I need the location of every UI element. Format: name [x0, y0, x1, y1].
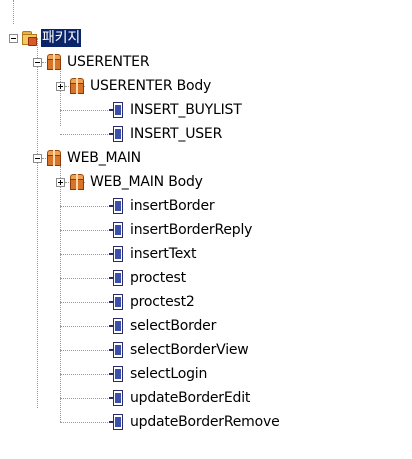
collapse-toggle[interactable]: [33, 154, 42, 163]
procedure-icon: [108, 269, 126, 287]
package-folder-icon: [21, 29, 39, 47]
tree-node-label: selectBorderView: [130, 342, 249, 358]
tree-connector: [60, 302, 108, 303]
procedure-icon: [108, 101, 126, 119]
package-body-icon: [68, 173, 86, 191]
tree-node-label: USERENTER Body: [90, 78, 212, 94]
procedure-icon: [108, 317, 126, 335]
tree-node-label: INSERT_BUYLIST: [130, 102, 242, 118]
expand-toggle[interactable]: [56, 82, 65, 91]
package-icon: [45, 53, 63, 71]
tree-node-package-body[interactable]: USERENTER Body: [0, 74, 386, 98]
tree-node-label: updateBorderEdit: [130, 390, 251, 406]
procedure-icon: [108, 341, 126, 359]
tree-node-procedure[interactable]: insertText: [0, 242, 386, 266]
tree-node-procedure[interactable]: INSERT_BUYLIST: [0, 98, 386, 122]
tree-connector: [60, 206, 108, 207]
tree-node-label: insertBorderReply: [130, 222, 253, 238]
tree-node-label: 패키지: [41, 29, 82, 47]
collapse-toggle[interactable]: [9, 34, 18, 43]
tree-node-label: proctest: [130, 270, 186, 286]
expand-toggle[interactable]: [56, 178, 65, 187]
tree-connector: [60, 62, 61, 126]
tree-node-label: insertText: [130, 246, 197, 262]
procedure-icon: [108, 293, 126, 311]
tree-connector: [60, 110, 108, 111]
tree-node-procedure[interactable]: proctest: [0, 266, 386, 290]
tree-node-procedure[interactable]: updateBorderRemove: [0, 410, 386, 434]
procedure-icon: [108, 125, 126, 143]
package-icon: [45, 149, 63, 167]
tree-node-procedure[interactable]: insertBorderReply: [0, 218, 386, 242]
tree-node-procedure[interactable]: proctest2: [0, 290, 386, 314]
procedure-icon: [108, 365, 126, 383]
tree-node-procedure[interactable]: updateBorderEdit: [0, 386, 386, 410]
tree-node-procedure[interactable]: selectLogin: [0, 362, 386, 386]
tree-node-label: proctest2: [130, 294, 195, 310]
object-browser-panel: 패키지 USERENTER USERENTER Body INSERT_BUYL…: [0, 0, 386, 430]
tree-node-label: insertBorder: [130, 198, 215, 214]
tree-connector: [60, 422, 108, 423]
tree-node-label: selectBorder: [130, 318, 217, 334]
tree-node-procedure[interactable]: INSERT_USER: [0, 122, 386, 146]
tree-node-procedure[interactable]: selectBorder: [0, 314, 386, 338]
tree-connector: [60, 230, 108, 231]
object-tree: 패키지 USERENTER USERENTER Body INSERT_BUYL…: [0, 0, 386, 430]
tree-node-label: selectLogin: [130, 366, 208, 382]
tree-node-procedure[interactable]: selectBorderView: [0, 338, 386, 362]
tree-connector: [37, 38, 38, 408]
tree-connector: [60, 254, 108, 255]
tree-node-package-body[interactable]: WEB_MAIN Body: [0, 170, 386, 194]
tree-node-label: updateBorderRemove: [130, 414, 280, 430]
procedure-icon: [108, 245, 126, 263]
procedure-icon: [108, 221, 126, 239]
tree-node-package[interactable]: WEB_MAIN: [0, 146, 386, 170]
tree-node-label: WEB_MAIN Body: [90, 174, 203, 190]
tree-connector: [60, 326, 108, 327]
tree-node-label: WEB_MAIN: [67, 150, 141, 166]
tree-connector: [60, 350, 108, 351]
tree-node-packages[interactable]: 패키지: [0, 26, 386, 50]
tree-connector: [13, 0, 14, 24]
tree-node-label: USERENTER: [67, 54, 150, 70]
collapse-toggle[interactable]: [33, 58, 42, 67]
tree-connector: [60, 134, 108, 135]
procedure-icon: [108, 197, 126, 215]
package-body-icon: [68, 77, 86, 95]
tree-node-package[interactable]: USERENTER: [0, 50, 386, 74]
tree-node-procedure[interactable]: insertBorder: [0, 194, 386, 218]
tree-connector: [60, 374, 108, 375]
tree-connector: [60, 278, 108, 279]
tree-node-label: INSERT_USER: [130, 126, 223, 142]
procedure-icon: [108, 413, 126, 431]
procedure-icon: [108, 389, 126, 407]
panel-edge: [386, 0, 412, 459]
tree-connector: [60, 398, 108, 399]
tree-connector: [60, 166, 61, 422]
